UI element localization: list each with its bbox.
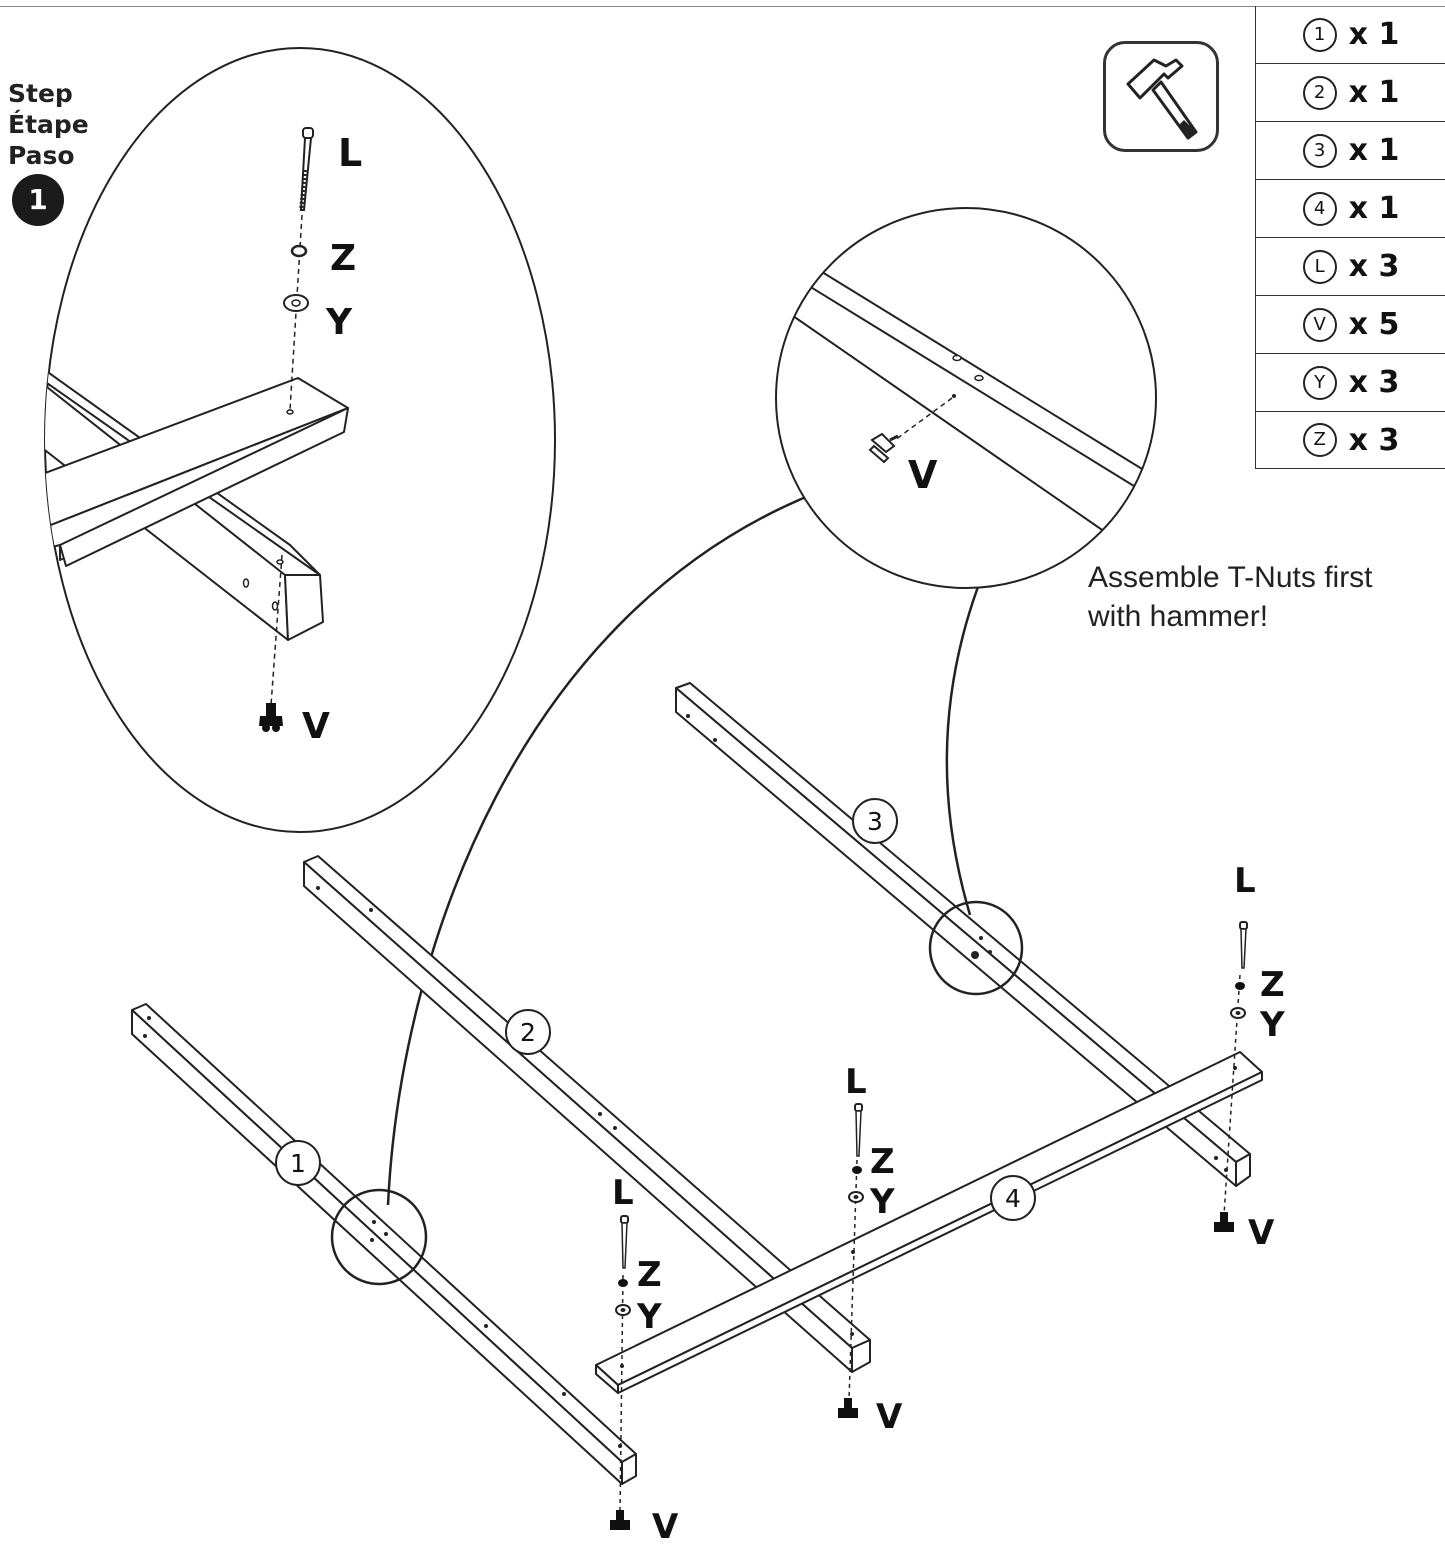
t-nut-label: V <box>908 453 938 497</box>
bolt-icon <box>854 1103 863 1157</box>
step-header: Step Étape Paso 1 <box>8 78 98 226</box>
part-id-badge: V <box>1302 307 1337 342</box>
part-quantity: x 3 <box>1348 249 1400 284</box>
top-border <box>0 6 1445 7</box>
t-nut-label: V <box>1248 1213 1275 1253</box>
bolt-icon <box>299 127 314 211</box>
beam-badge-3: 3 <box>852 798 898 844</box>
part-quantity: x 1 <box>1348 191 1400 226</box>
fastener-stack: L Z Y V <box>610 1173 679 1545</box>
part-id-badge: 2 <box>1302 75 1337 110</box>
washer-label: Y <box>325 302 353 343</box>
part-quantity: x 3 <box>1348 422 1400 458</box>
part-row: 3 x 1 <box>1256 122 1445 180</box>
fastener-stack: L Z Y V <box>838 1062 903 1437</box>
beam-3 <box>675 682 1251 1187</box>
part-id-badge: Z <box>1302 423 1337 457</box>
tool-box <box>1103 41 1219 152</box>
part-quantity: x 1 <box>1348 133 1400 168</box>
beam-2 <box>303 855 871 1373</box>
t-nut-label: V <box>652 1507 679 1545</box>
part-id-badge: Y <box>1302 365 1337 400</box>
bolt-label: L <box>1234 861 1256 901</box>
t-nut-icon <box>868 432 899 464</box>
lock-washer-icon <box>852 1166 862 1174</box>
beam-number: 3 <box>867 807 883 836</box>
part-quantity: x 1 <box>1348 17 1400 52</box>
washer-label: Y <box>869 1182 895 1222</box>
part-id-badge: 1 <box>1302 17 1337 52</box>
step-word-es: Paso <box>8 141 75 170</box>
part-quantity: x 5 <box>1348 307 1400 342</box>
washer-label: Y <box>636 1297 662 1337</box>
lock-washer-label: Z <box>870 1142 895 1182</box>
washer-icon <box>615 1304 631 1316</box>
note-line-1: Assemble T-Nuts first <box>1088 561 1373 594</box>
part-id-badge: L <box>1302 249 1337 284</box>
lock-washer-label: Z <box>637 1255 662 1295</box>
lock-washer-icon <box>618 1279 628 1287</box>
detail-marker <box>330 1188 428 1286</box>
beam-badge-4: 4 <box>990 1175 1036 1221</box>
bolt-icon <box>620 1215 629 1269</box>
beam-number: 4 <box>1005 1184 1021 1213</box>
beam-number: 1 <box>290 1149 306 1178</box>
lock-washer-label: Z <box>1260 965 1285 1005</box>
bolt-label: L <box>338 131 362 175</box>
t-nut-icon <box>838 1398 858 1418</box>
beam-badge-2: 2 <box>505 1009 551 1055</box>
washer-icon <box>283 294 309 312</box>
washer-icon <box>848 1191 864 1203</box>
bolt-icon <box>1239 921 1248 969</box>
bolt-label: L <box>845 1062 867 1102</box>
lock-washer-icon <box>290 244 308 258</box>
detail-view-bolt: L Z Y V <box>44 47 556 833</box>
bolt-label: L <box>612 1173 634 1213</box>
step-word-en: Step <box>8 79 73 108</box>
step-word-fr: Étape <box>8 110 89 139</box>
beam-number: 2 <box>520 1018 536 1047</box>
beam-badge-1: 1 <box>275 1140 321 1186</box>
t-nut-icon <box>610 1510 630 1530</box>
beam-1 <box>131 1003 637 1485</box>
detail-connector-line <box>945 544 997 916</box>
part-row: 1 x 1 <box>1256 6 1445 64</box>
hammer-icon <box>1126 58 1198 140</box>
t-nut-label: V <box>302 706 330 747</box>
step-number-badge: 1 <box>12 174 64 226</box>
t-nut-icon <box>259 703 283 732</box>
part-id-badge: 3 <box>1302 133 1337 168</box>
fastener-stack: L Z Y V <box>1214 861 1285 1253</box>
part-quantity: x 1 <box>1348 75 1400 110</box>
part-row: 2 x 1 <box>1256 64 1445 122</box>
lock-washer-icon <box>1235 982 1245 990</box>
part-quantity: x 3 <box>1348 365 1400 400</box>
t-nut-icon <box>1214 1212 1234 1232</box>
t-nut-label: V <box>876 1397 903 1437</box>
detail-marker <box>928 900 1024 996</box>
washer-icon <box>1230 1007 1246 1019</box>
detail-connector-line <box>386 490 819 1206</box>
lock-washer-label: Z <box>330 238 356 279</box>
part-id-badge: 4 <box>1302 191 1337 226</box>
assembly-note: Assemble T-Nuts first with hammer! <box>1088 558 1428 636</box>
washer-label: Y <box>1259 1005 1285 1045</box>
part-row: 4 x 1 <box>1256 180 1445 238</box>
detail-view-t-nut: V <box>775 207 1157 589</box>
beam-4 <box>595 1051 1263 1394</box>
note-line-2: with hammer! <box>1088 600 1269 633</box>
